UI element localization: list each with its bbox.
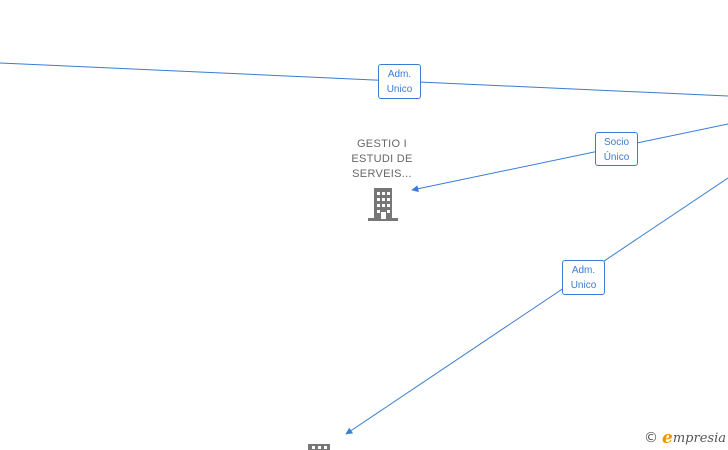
company-name-line: ESTUDI DE bbox=[351, 153, 413, 165]
edge-label-adm-unico-top[interactable]: Adm. Unico bbox=[378, 64, 421, 99]
edge-label-line: Unico bbox=[570, 280, 597, 291]
edge-line-top bbox=[0, 62, 728, 97]
edge-line-socio bbox=[411, 123, 728, 193]
company-name-line: SERVEIS... bbox=[352, 168, 412, 180]
edge-label-socio-unico[interactable]: Socio Único bbox=[595, 132, 638, 166]
building-icon-partial[interactable] bbox=[306, 444, 332, 450]
company-name-line: GESTIO I bbox=[356, 138, 408, 150]
edge-label-line: Adm. bbox=[571, 265, 596, 276]
company-node-label[interactable]: GESTIO I ESTUDI DE SERVEIS... bbox=[336, 137, 428, 182]
edge-label-line: Unico bbox=[386, 84, 413, 95]
brand-name: mpresia bbox=[672, 430, 726, 446]
building-icon[interactable] bbox=[366, 186, 400, 222]
edge-label-line: Socio bbox=[603, 137, 629, 148]
edge-line-bottom bbox=[345, 177, 728, 435]
edge-label-adm-unico-bottom[interactable]: Adm. Unico bbox=[562, 260, 605, 295]
brand-initial: e bbox=[662, 428, 673, 448]
edge-label-line: Adm. bbox=[387, 69, 412, 80]
copyright-icon: © bbox=[644, 430, 659, 446]
edge-label-line: Único bbox=[603, 152, 630, 163]
empresia-watermark: © e mpresia bbox=[644, 428, 726, 448]
